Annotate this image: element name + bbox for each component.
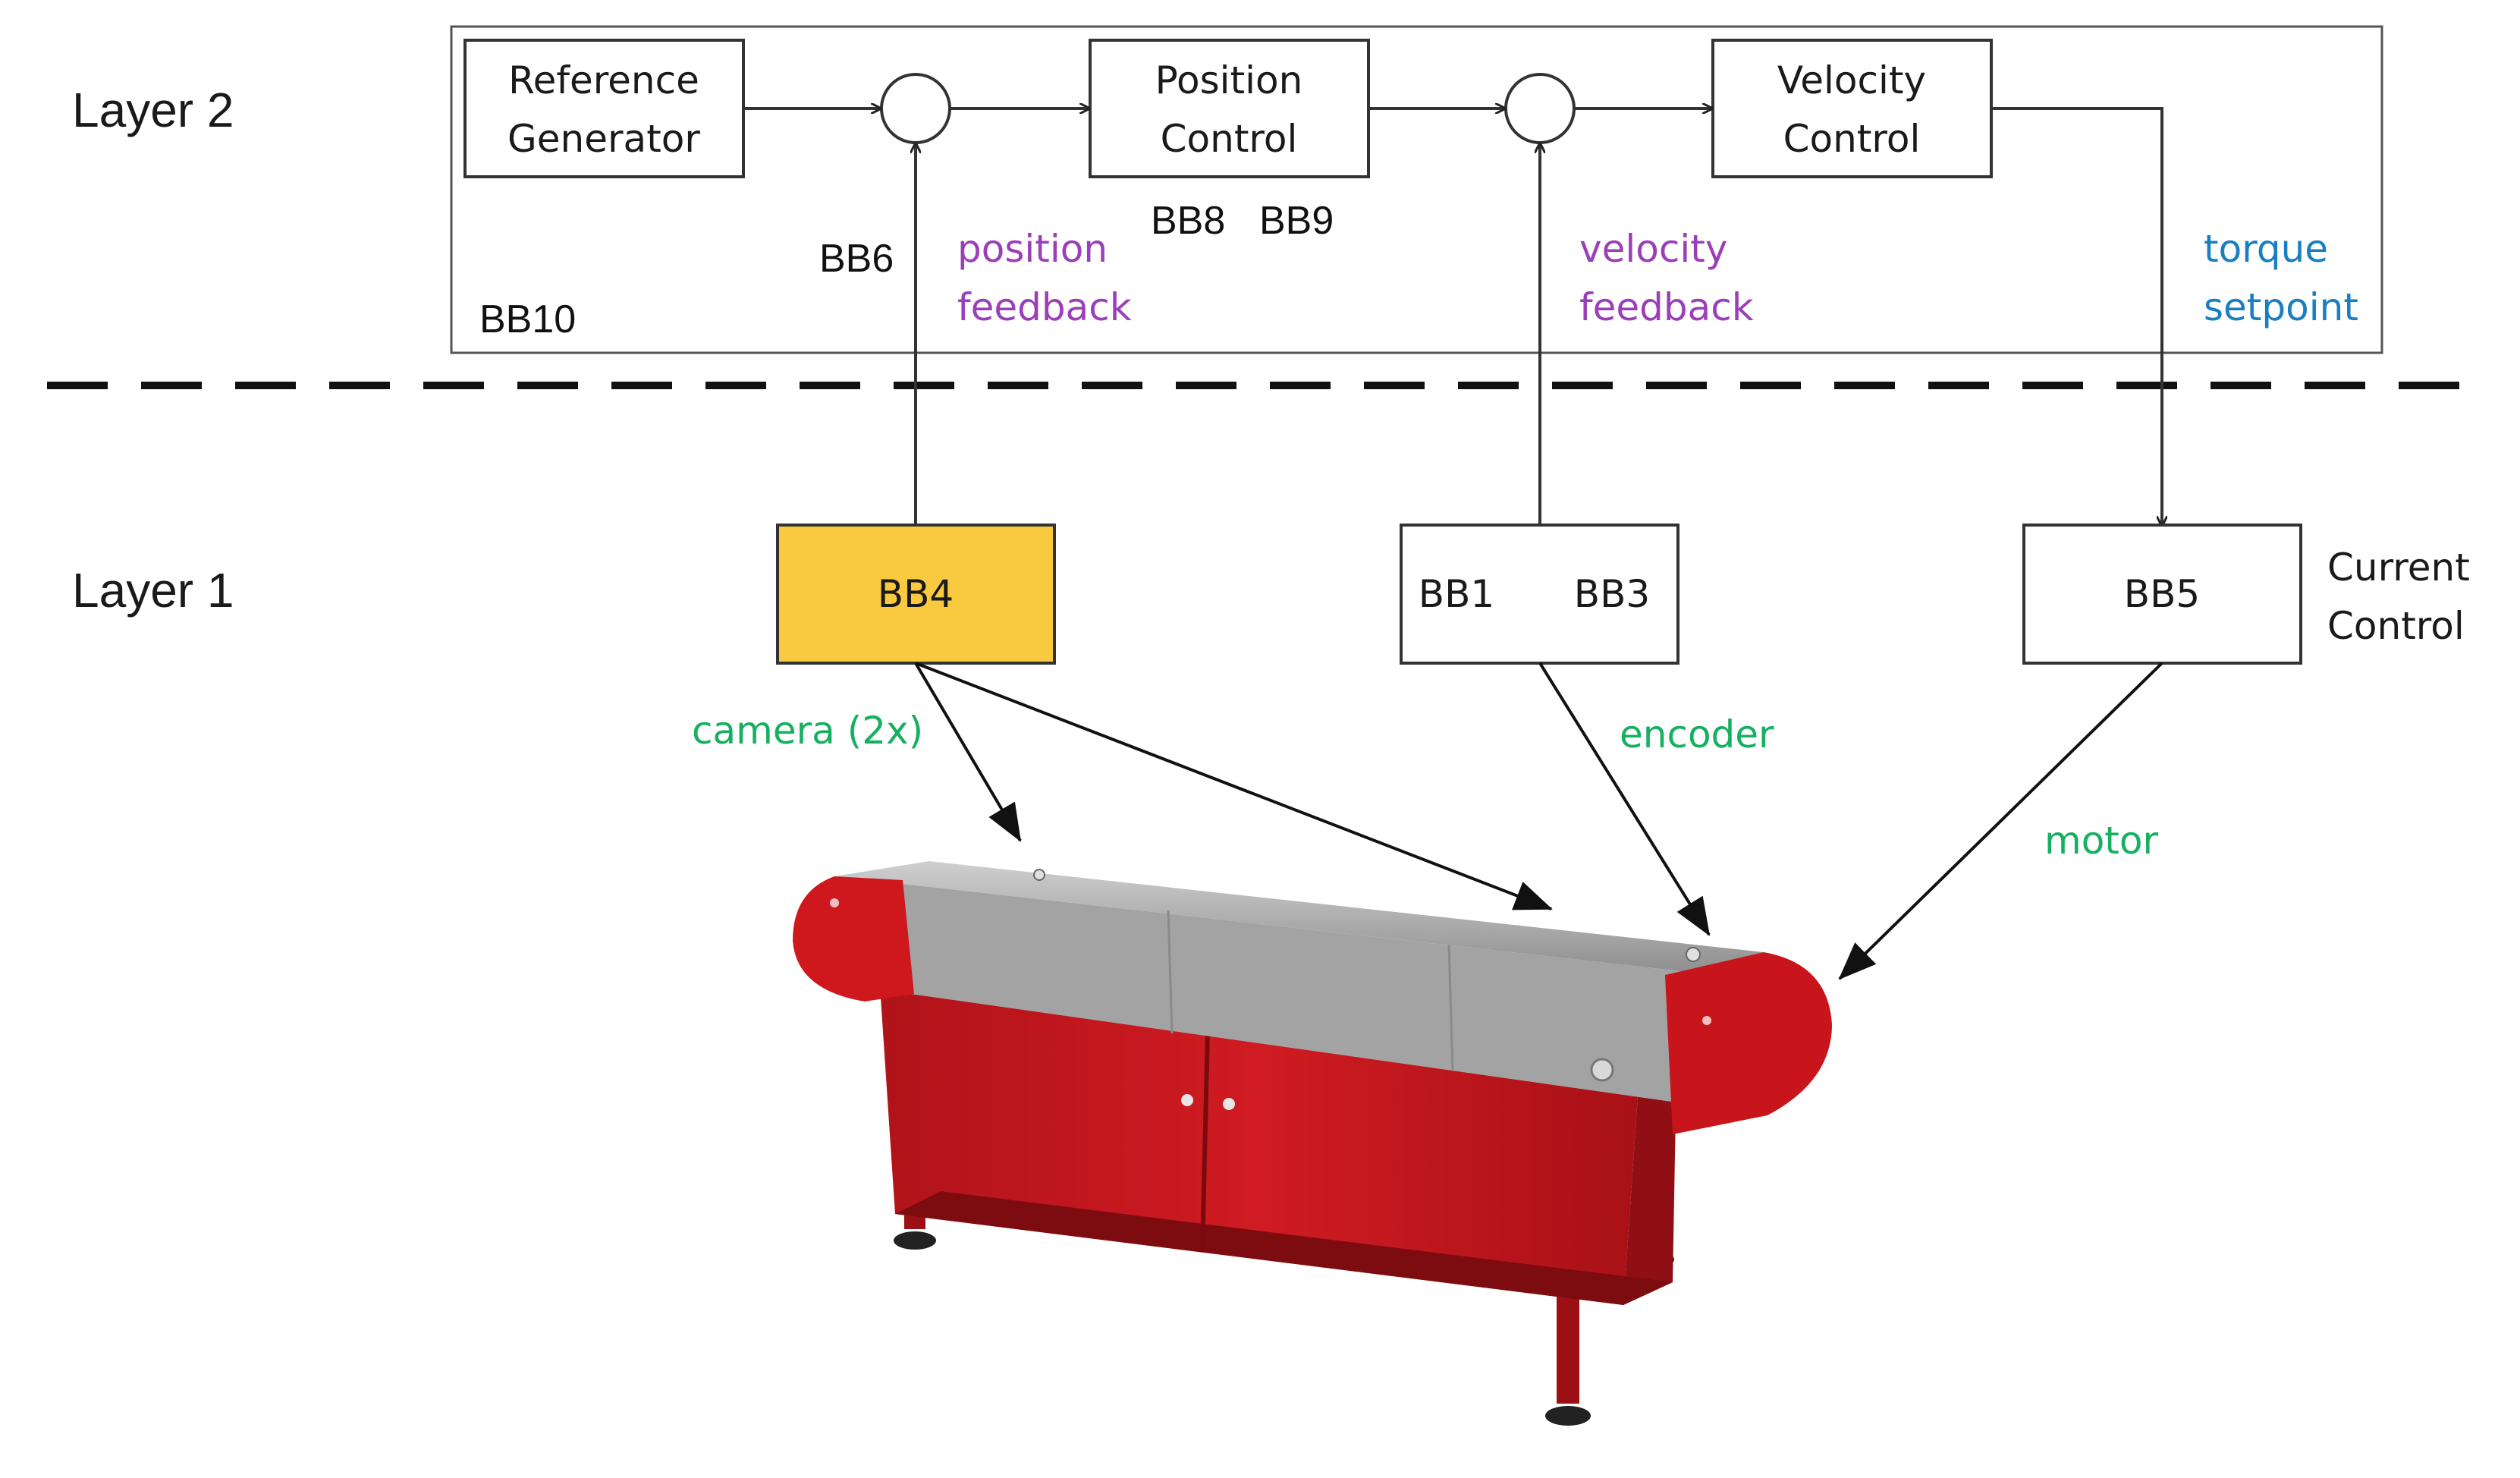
cabinet-handle-left xyxy=(1181,1094,1193,1106)
cabinet-door-divider xyxy=(1200,1031,1210,1253)
camera-label: camera (2x) xyxy=(692,709,923,753)
encoder-label: encoder xyxy=(1620,712,1774,756)
conveyor-body-side xyxy=(1623,1070,1676,1305)
end-cap-bolt-right xyxy=(1702,1016,1711,1025)
position-feedback-label-line1: position xyxy=(957,227,1108,271)
bb9-label: BB9 xyxy=(1259,199,1334,243)
conveyor-foot-front-right xyxy=(1545,1406,1591,1426)
position-summing-junction xyxy=(880,73,951,144)
velocity-control-block xyxy=(1711,39,1993,178)
conveyor-end-cap-right xyxy=(1665,952,1832,1134)
encoder-marker xyxy=(1686,947,1701,962)
bb5-block xyxy=(2022,524,2302,665)
position-control-label-line2: Control xyxy=(1161,117,1298,161)
layer1-label: Layer 1 xyxy=(72,563,234,618)
conveyor-belt-seam-2 xyxy=(1447,944,1454,1071)
velocity-control-label-line2: Control xyxy=(1783,117,1921,161)
velocity-control-label-line1: Velocity xyxy=(1777,58,1926,102)
position-feedback-label-line2: feedback xyxy=(957,285,1132,329)
end-cap-bolt-left xyxy=(830,898,839,907)
bb4-label: BB4 xyxy=(878,572,954,616)
bb3-label: BB3 xyxy=(1574,572,1650,616)
camera-arrow-1 xyxy=(914,662,1022,842)
encoder-arrow xyxy=(1538,662,1711,936)
conveyor-roller-bolt xyxy=(1590,1058,1614,1082)
motor-label: motor xyxy=(2044,819,2158,863)
bb1-label: BB1 xyxy=(1419,572,1494,616)
velocity-summing-junction xyxy=(1504,73,1576,144)
current-control-label-line2: Control xyxy=(2327,604,2465,648)
bb6-label: BB6 xyxy=(819,237,894,281)
bb5-label: BB5 xyxy=(2124,572,2200,616)
reference-generator-label-line1: Reference xyxy=(508,58,699,102)
camera-marker-1 xyxy=(1033,869,1045,881)
bb1-bb3-block xyxy=(1400,524,1679,665)
layer2-label: Layer 2 xyxy=(72,83,234,137)
camera-arrow-2 xyxy=(915,662,1553,910)
cabinet-handle-right xyxy=(1223,1098,1235,1110)
conveyor-belt-image xyxy=(793,861,1832,1426)
position-control-label-line1: Position xyxy=(1155,58,1303,102)
layer2-boundary xyxy=(450,25,2383,354)
conveyor-belt-top xyxy=(834,861,1764,975)
velocity-feedback-label-line2: feedback xyxy=(1579,285,1754,329)
torque-setpoint-label-line1: torque xyxy=(2204,227,2328,271)
conveyor-belt-side xyxy=(834,876,1714,1108)
position-control-block xyxy=(1089,39,1370,178)
bb4-block xyxy=(776,524,1056,665)
motor-arrow xyxy=(1838,662,2163,980)
velocity-feedback-label-line1: velocity xyxy=(1579,227,1727,271)
conveyor-end-cap-left xyxy=(793,876,914,1002)
bb10-label: BB10 xyxy=(479,297,576,341)
current-control-label-line1: Current xyxy=(2327,546,2470,590)
conveyor-chassis-bottom xyxy=(895,1191,1673,1305)
reference-generator-block xyxy=(463,39,745,178)
torque-setpoint-label-line2: setpoint xyxy=(2204,285,2358,329)
conveyor-foot-left xyxy=(894,1231,936,1250)
reference-generator-label-line2: Generator xyxy=(507,117,700,161)
torque-setpoint-arrow xyxy=(1991,107,2162,525)
bb8-label: BB8 xyxy=(1151,199,1225,243)
conveyor-belt-seam-1 xyxy=(1167,910,1174,1034)
